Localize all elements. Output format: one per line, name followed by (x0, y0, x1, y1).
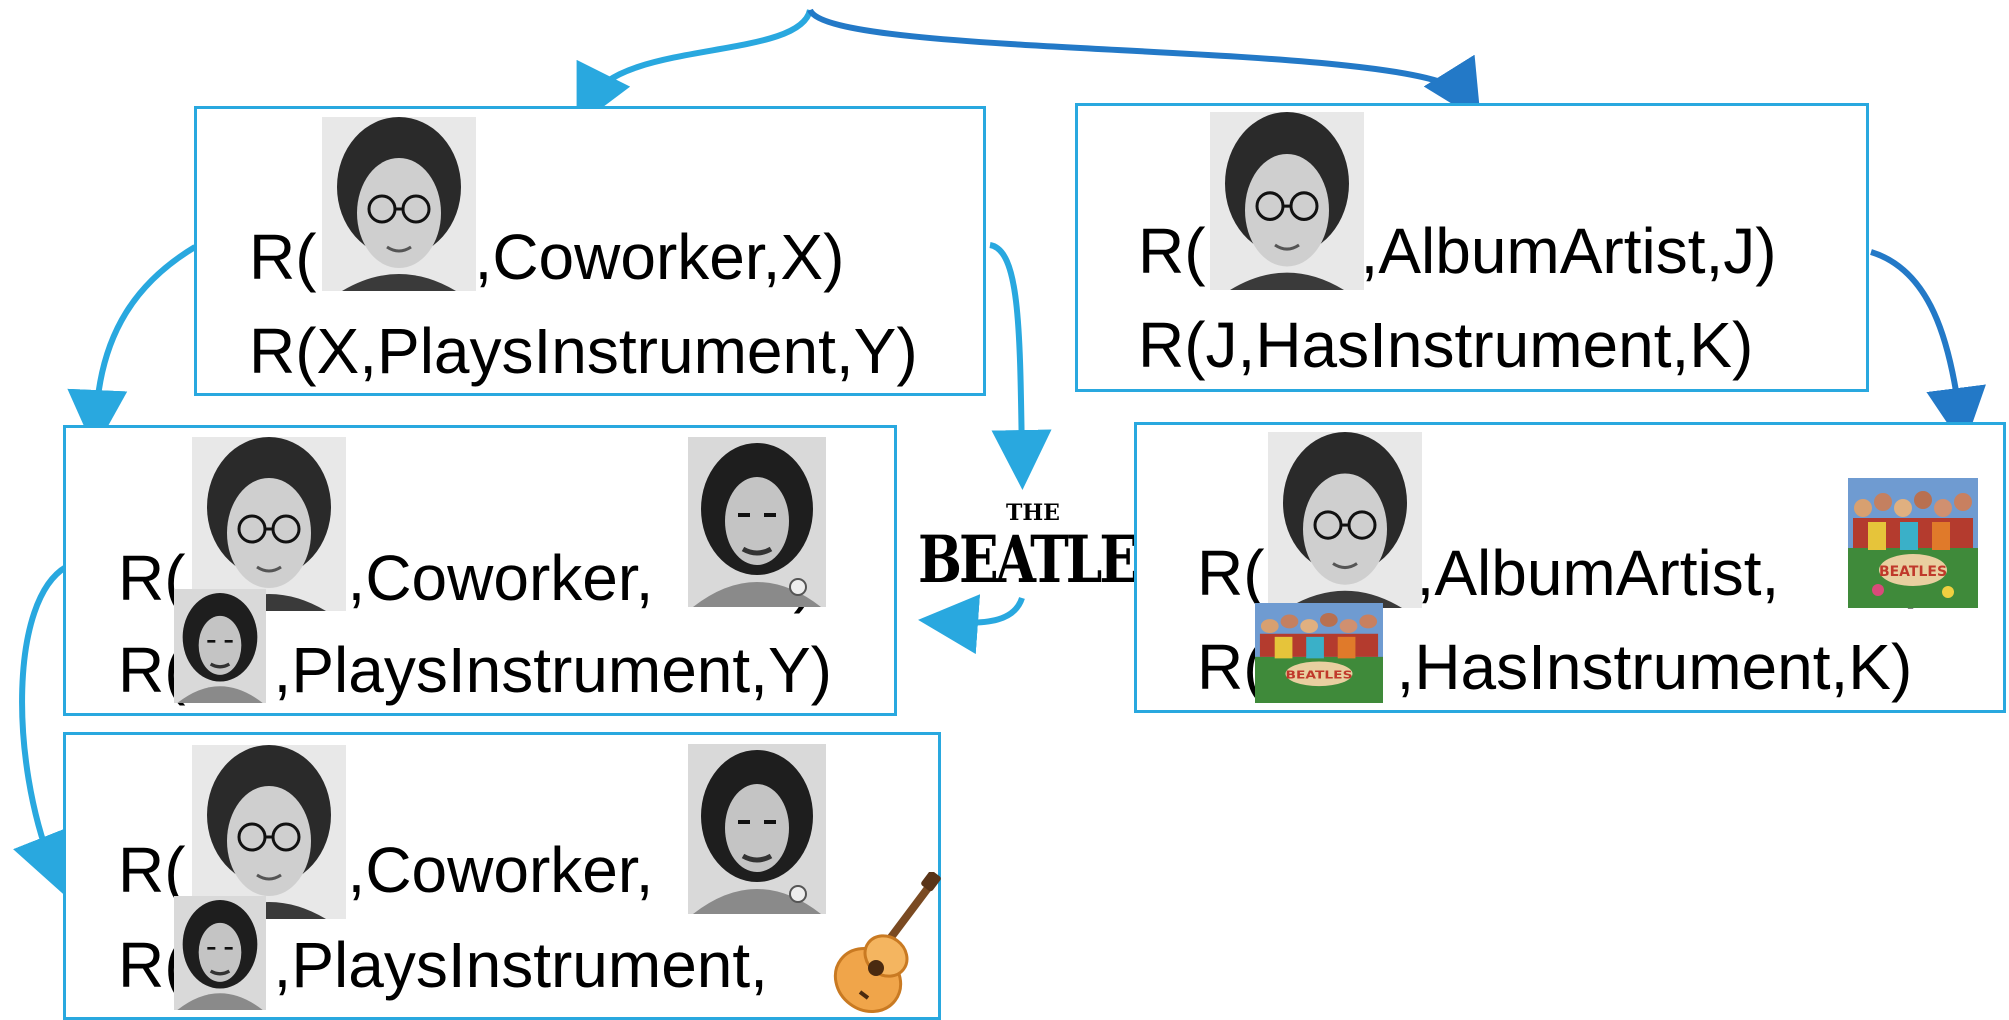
arrow-beatles-to-mid-left (918, 594, 1025, 655)
john-lennon-photo (322, 117, 476, 291)
text-suffix: ,PlaysInstrument,Y) (273, 634, 832, 706)
sgt-pepper-album-cover: BEATLES (1848, 478, 1978, 608)
query-line-1: R(,Coworker,X) (249, 225, 844, 289)
query-box-top-left: R(,Coworker,X) R(X,PlaysInstrument,Y) (194, 106, 986, 396)
arrow-top-right-to-mid-right (1870, 249, 1986, 448)
query-line-2: R(J,HasInstrument,K) (1138, 309, 1754, 381)
arrow-root-to-top-right (807, 8, 1482, 122)
query-line-2: R(,PlaysInstrument,Y) (118, 638, 832, 702)
logo-name: BEATLES (918, 522, 1174, 599)
text-middle: ,PlaysInstrument, (273, 929, 768, 1001)
svg-text:BEATLES: BEATLES (1285, 669, 1352, 681)
text-suffix: ,AlbumArtist,J) (1360, 215, 1777, 287)
text-prefix: R( (1138, 215, 1206, 287)
john-lennon-photo (1268, 432, 1422, 608)
text-middle: ,AlbumArtist, (1416, 537, 1780, 609)
text-prefix: R( (249, 221, 317, 293)
query-line-2: R(X,PlaysInstrument,Y) (249, 315, 918, 387)
george-harrison-photo (688, 744, 826, 914)
sgt-pepper-album-cover: BEATLES (1255, 603, 1383, 703)
text-prefix: R( (118, 834, 186, 906)
george-harrison-photo (174, 589, 266, 703)
text-prefix: R( (1197, 631, 1265, 703)
text-middle: ,Coworker, (347, 834, 654, 906)
arrow-mid-left-to-bottom-left (13, 564, 69, 894)
query-line-2: R(,PlaysInstrument,) (118, 933, 897, 997)
arrow-top-left-to-beatles (989, 242, 1052, 490)
george-harrison-photo (174, 896, 266, 1010)
query-line-2: R(,HasInstrument,K) (1197, 635, 1912, 699)
acoustic-guitar-icon (826, 872, 942, 1014)
arrow-top-left-to-mid-left (67, 244, 197, 450)
john-lennon-photo (1210, 112, 1364, 290)
query-line-1: R(,AlbumArtist,J) (1138, 219, 1777, 283)
george-harrison-photo (688, 437, 826, 607)
query-box-top-right: R(,AlbumArtist,J) R(J,HasInstrument,K) (1075, 103, 1869, 392)
query-line-1: R(,AlbumArtist,) (1197, 541, 1929, 605)
arrow-root-to-top-left (576, 8, 813, 127)
text-prefix: R( (1197, 537, 1265, 609)
text-suffix: ,HasInstrument,K) (1396, 631, 1913, 703)
beatles-logo: THE BEATLES (918, 500, 1174, 600)
john-lennon-photo (192, 745, 346, 919)
john-lennon-photo (192, 437, 346, 611)
svg-text:BEATLES: BEATLES (1879, 564, 1947, 580)
text-suffix: ,Coworker,X) (474, 221, 845, 293)
text-middle: ,Coworker, (347, 542, 654, 614)
logo-the: THE (1006, 500, 1060, 526)
